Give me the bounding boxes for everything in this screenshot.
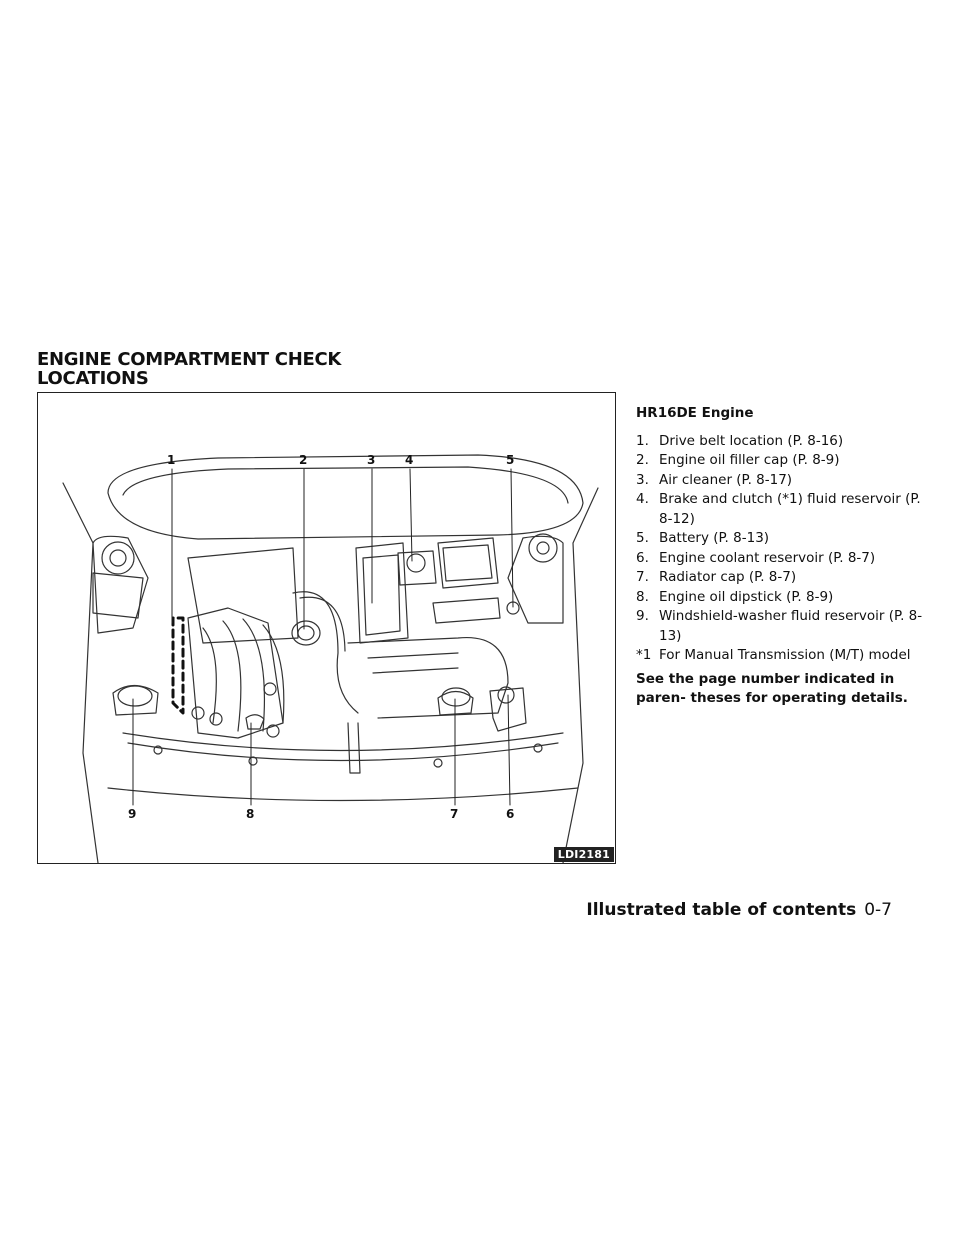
battery-box <box>437 537 499 589</box>
list-item: 7.Radiator cap (P. 8-7) <box>636 569 797 585</box>
right-strut-tower <box>507 535 564 624</box>
figure-code: LDI2181 <box>553 847 614 862</box>
list-item: 8.Engine oil dipstick (P. 8-9) <box>636 588 834 605</box>
hood-outline <box>107 454 584 540</box>
left-strut-tower <box>92 535 149 634</box>
intake-duct <box>347 636 509 719</box>
radiator-cap-housing <box>437 690 474 716</box>
hood-inner-line <box>122 466 569 504</box>
engine-compartment-illustration: 1 2 3 4 5 6 7 8 9 LDI2181 <box>37 392 616 864</box>
radiator-support <box>122 732 564 752</box>
callout-4: 4 <box>405 453 414 467</box>
list-item: 3.Air cleaner (P. 8-17) <box>636 471 793 488</box>
list-item: 1.Drive belt location (P. 8-16) <box>636 432 844 449</box>
engine-cover <box>187 547 299 644</box>
callout-7: 7 <box>450 807 459 821</box>
section-title-line2: LOCATIONS <box>37 368 149 389</box>
section-title: ENGINE COMPARTMENT CHECK LOCATIONS <box>37 350 341 388</box>
operating-note: See the page number indicated in paren- … <box>636 670 908 706</box>
left-strut-cap <box>101 541 135 575</box>
list-item: 9.Windshield-washer fluid reservoir (P. … <box>636 608 923 644</box>
dipstick-handle <box>245 714 265 730</box>
callout-8: 8 <box>246 807 255 821</box>
list-item: 4.Brake and clutch (*1) fluid reservoir … <box>636 491 921 527</box>
callout-2: 2 <box>299 453 308 467</box>
callout-1: 1 <box>167 453 176 467</box>
page-number: 0-7 <box>864 900 892 920</box>
leader-4 <box>409 468 413 562</box>
callout-9: 9 <box>128 807 137 821</box>
intake-manifold <box>187 607 284 739</box>
engine-heading: HR16DE Engine <box>636 405 754 421</box>
air-cleaner-box <box>355 542 409 644</box>
leader-6 <box>507 694 511 806</box>
list-item: 2.Engine oil filler cap (P. 8-9) <box>636 452 840 468</box>
washer-reservoir-body <box>92 572 144 619</box>
oil-filler-cap-shape <box>291 620 321 646</box>
leader-5 <box>510 468 514 608</box>
coolant-reservoir <box>489 687 527 732</box>
engine-drawing <box>62 454 599 863</box>
callout-6: 6 <box>506 807 515 821</box>
list-item: 5.Battery (P. 8-13) <box>636 530 770 546</box>
footer-title: Illustrated table of contents <box>586 900 857 920</box>
list-item: 6.Engine coolant reservoir (P. 8-7) <box>636 549 876 566</box>
left-fender <box>62 482 99 863</box>
legend-text: HR16DE Engine 1.Drive belt location (P. … <box>636 404 936 721</box>
callout-5: 5 <box>506 453 515 467</box>
drive-belt-outline <box>171 616 185 715</box>
coolant-hose <box>292 591 359 714</box>
right-fender <box>562 487 599 863</box>
page-footer: Illustrated table of contents 0-7 <box>586 900 892 920</box>
brake-reservoir <box>397 550 437 586</box>
right-strut-cap <box>528 533 558 563</box>
washer-cap <box>117 685 153 707</box>
section-title-line1: ENGINE COMPARTMENT CHECK <box>37 349 342 370</box>
location-list: 1.Drive belt location (P. 8-16) 2.Engine… <box>636 432 936 647</box>
callout-3: 3 <box>367 453 376 467</box>
